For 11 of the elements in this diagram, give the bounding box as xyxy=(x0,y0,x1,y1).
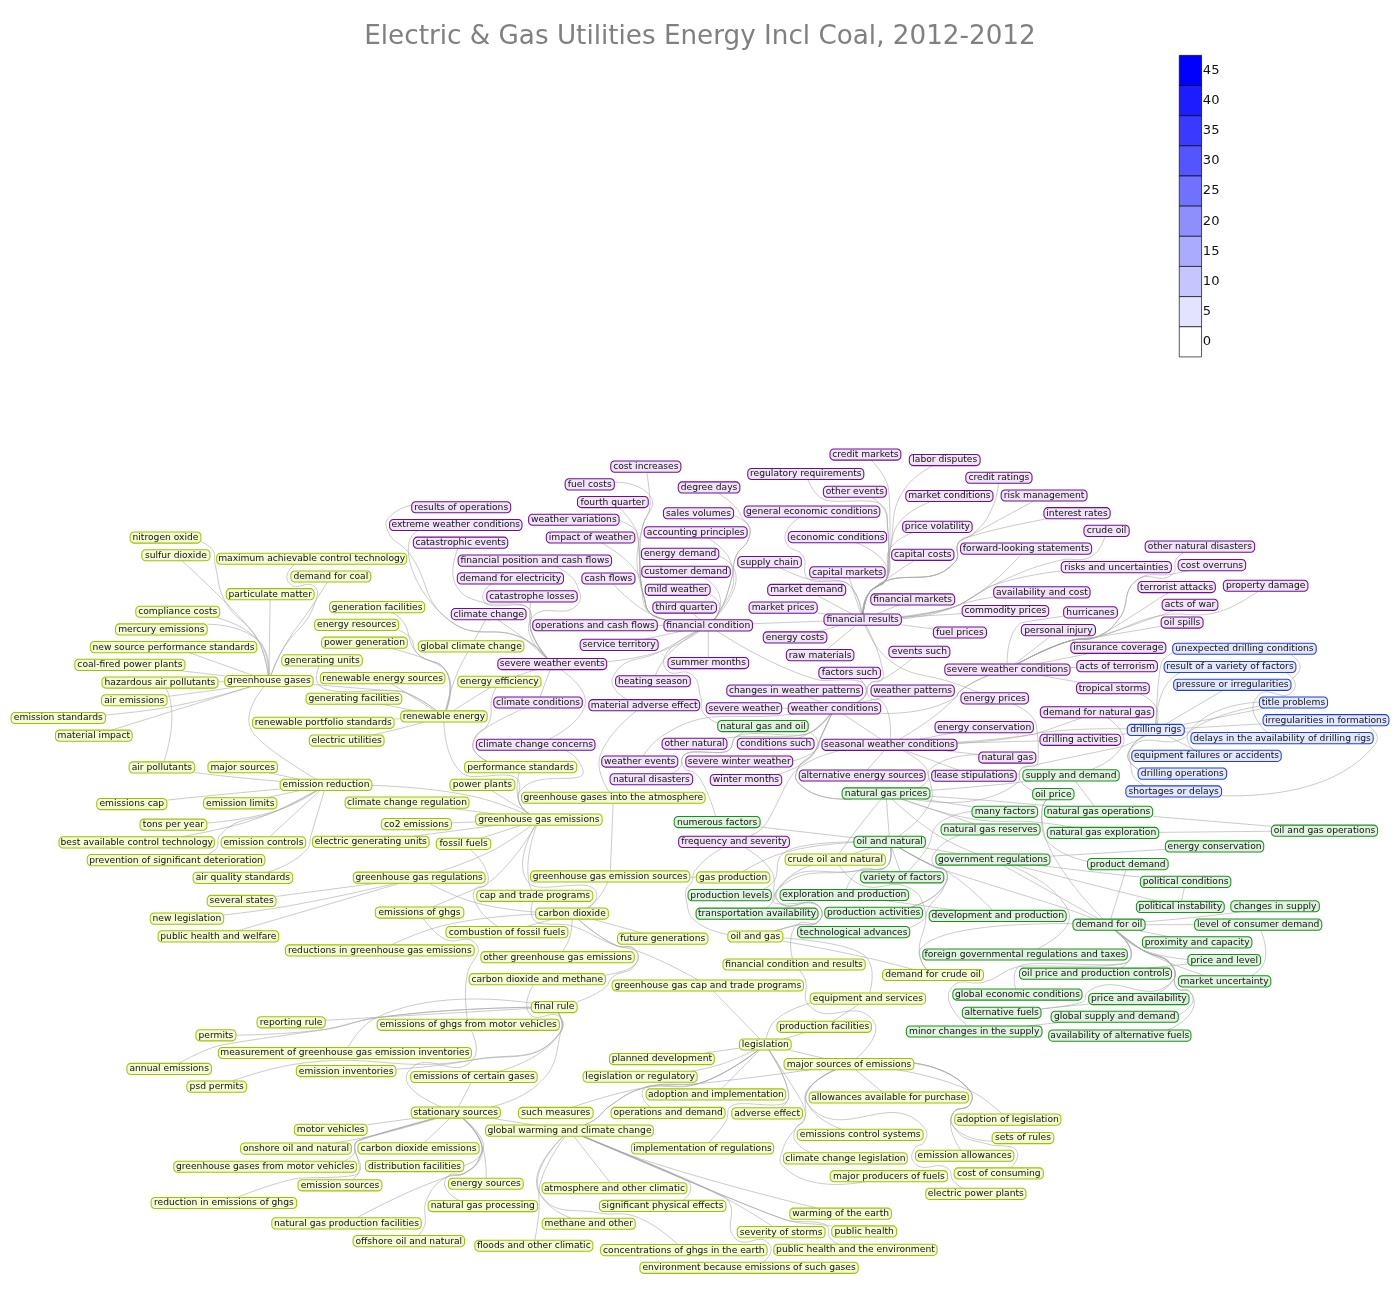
label: 5 xyxy=(1202,302,1212,318)
label: 40 xyxy=(1202,91,1220,107)
label: 25 xyxy=(1202,182,1220,198)
label: 30 xyxy=(1202,152,1220,168)
label: 35 xyxy=(1202,122,1220,138)
label: 0 xyxy=(1202,333,1212,349)
label: 20 xyxy=(1202,212,1220,228)
diagram-title: Electric & Gas Utilities Energy Incl Coal, 2012-2012 xyxy=(364,20,1036,51)
label: 15 xyxy=(1202,242,1220,258)
label: 45 xyxy=(1202,61,1220,77)
label: 10 xyxy=(1202,272,1220,288)
